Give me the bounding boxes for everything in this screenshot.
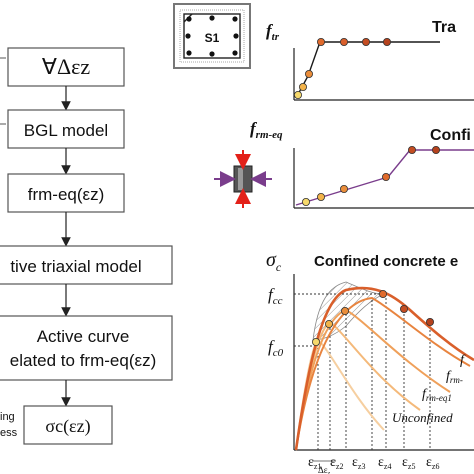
rebar-dots	[185, 15, 239, 57]
flow-box-frm-eq	[7, 173, 125, 213]
curve-label-2: frm-	[446, 369, 463, 385]
flowchart: ∀Δεz BGL model frm-eq(εz) tive triaxial …	[0, 47, 173, 445]
xtick-z1: εz1	[308, 455, 321, 471]
traction-ylabel: ftr	[266, 21, 280, 43]
x-tick-labels: εz1 εz2 εz3 εz4 εz5 εz6	[308, 455, 439, 471]
flow-box-triaxial-model	[0, 245, 173, 285]
stress-strain-ylabel: σc	[266, 249, 282, 274]
flow-box-strain-step	[7, 47, 125, 87]
side-label-1: ing	[0, 411, 15, 423]
curve-family-4	[295, 296, 471, 451]
stress-strain-title: Confined concrete e	[314, 253, 458, 270]
traction-plot: ftr Tra	[266, 19, 474, 101]
stress-strain-dots	[311, 289, 434, 346]
curve-unconfined	[295, 338, 385, 451]
side-label-2: ess	[0, 427, 18, 439]
flow-step-5-text: Active curve	[37, 327, 130, 346]
flow-step-6-text: σc(εz)	[45, 416, 90, 437]
confinement-dots	[301, 145, 440, 206]
specimen-icon	[214, 150, 272, 208]
traction-dots	[293, 38, 391, 100]
flow-step-1-text: ∀Δεz	[42, 54, 90, 79]
curve-label-unconfined: Unconfined	[392, 410, 453, 425]
flow-box-active-curve	[0, 315, 173, 381]
flow-step-4-text: tive triaxial model	[10, 257, 141, 276]
strain-guides	[317, 294, 431, 450]
traction-title: Tra	[432, 19, 456, 36]
flow-step-2-text: BGL model	[24, 121, 108, 140]
confinement-ylabel: frm-eq	[250, 119, 283, 141]
confinement-plot: frm-eq Confi	[214, 119, 474, 209]
section-label: S1	[205, 31, 220, 45]
xtick-z5: εz5	[402, 455, 415, 471]
traction-curve	[295, 41, 440, 99]
flow-step-3-text: frm-eq(εz)	[28, 185, 105, 204]
xtick-z6: εz6	[426, 455, 439, 471]
delta-label: Δεz	[318, 465, 331, 474]
xtick-z2: εz2	[330, 455, 343, 471]
flow-box-bgl-model	[7, 109, 125, 149]
xtick-z4: εz4	[378, 455, 391, 471]
curve-main	[294, 286, 474, 451]
ytick-fc0: fc0	[268, 337, 284, 359]
curve-label-3: frm-eq1	[422, 387, 452, 403]
flow-box-sigma-c	[23, 405, 113, 445]
confinement-title: Confi	[430, 127, 471, 144]
flow-step-5b-text: elated to frm-eq(εz)	[10, 351, 156, 370]
ytick-fcc: fcc	[268, 285, 283, 307]
curve-label-1: f	[460, 353, 466, 368]
section-s1: S1	[173, 3, 251, 69]
stress-strain-plot: Confined concrete e σc fcc fc0	[266, 249, 474, 474]
xtick-z3: εz3	[352, 455, 365, 471]
